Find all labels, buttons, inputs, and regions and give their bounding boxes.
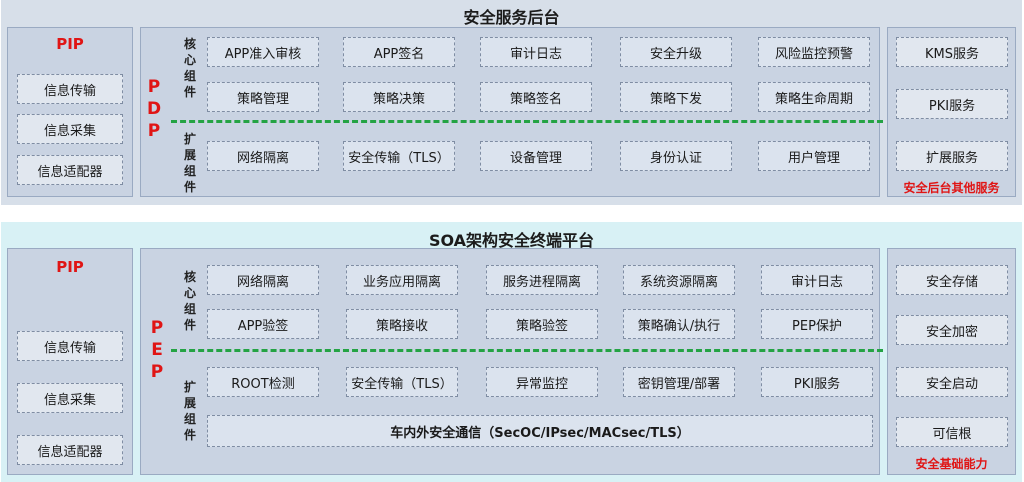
pep-ext-label: 扩 展 组 件 [183, 379, 197, 443]
pep-side-label: P E P [149, 317, 165, 383]
terminal-title: SOA架构安全终端平台 [428, 231, 595, 250]
pep-core-item: 策略接收 [346, 309, 458, 339]
pep-letter: P [150, 362, 164, 382]
backend-pip-label: PIP [56, 35, 84, 53]
pep-core-item: 系统资源隔离 [623, 265, 735, 295]
pdp-core-label: 核 心 组 件 [183, 36, 197, 100]
terminal-pip-panel: PIP 信息传输 信息采集 信息适配器 [7, 248, 133, 475]
core-char: 件 [183, 318, 196, 332]
pdp-core-item: 风险监控预警 [758, 37, 870, 67]
core-char: 心 [183, 53, 196, 67]
pdp-core-item: 策略管理 [207, 82, 319, 112]
other-services-caption: 安全后台其他服务 [903, 181, 1000, 195]
backend-pip-item: 信息适配器 [17, 155, 123, 185]
backend-title: 安全服务后台 [463, 8, 560, 27]
other-service-item: PKI服务 [896, 89, 1008, 119]
core-char: 核 [183, 270, 196, 284]
security-base-caption: 安全基础能力 [915, 457, 988, 471]
pdp-letter: P [147, 77, 161, 97]
in-vehicle-secure-comm-bar: 车内外安全通信（SecOC/IPsec/MACsec/TLS） [207, 415, 873, 447]
backend-pip-item: 信息传输 [17, 74, 123, 104]
pdp-ext-item: 安全传输（TLS） [343, 141, 455, 171]
other-service-item: KMS服务 [896, 37, 1008, 67]
pep-core-item: 审计日志 [761, 265, 873, 295]
pdp-letter: D [146, 99, 162, 119]
terminal-pip-item: 信息采集 [17, 383, 123, 413]
pep-ext-item: PKI服务 [761, 367, 873, 397]
pdp-letter: P [147, 121, 161, 141]
pdp-side-label: P D P [146, 76, 162, 142]
ext-char: 扩 [183, 380, 196, 394]
security-base-item: 安全启动 [896, 367, 1008, 397]
pep-core-item: 策略验签 [486, 309, 598, 339]
terminal-pip-item: 信息传输 [17, 331, 123, 361]
backend-other-services-panel: KMS服务 PKI服务 扩展服务 安全后台其他服务 [887, 27, 1016, 197]
backend-pdp-panel: P D P 核 心 组 件 扩 展 组 件 APP准入审核 APP签名 审计日志… [140, 27, 883, 197]
pep-ext-item: 异常监控 [486, 367, 598, 397]
pdp-ext-item: 设备管理 [480, 141, 592, 171]
pdp-ext-item: 用户管理 [758, 141, 870, 171]
pep-core-item: 服务进程隔离 [486, 265, 598, 295]
security-base-item: 安全存储 [896, 265, 1008, 295]
pdp-ext-label: 扩 展 组 件 [183, 131, 197, 195]
ext-char: 扩 [183, 132, 196, 146]
terminal-pip-label: PIP [56, 258, 84, 276]
security-base-item: 安全加密 [896, 315, 1008, 345]
pdp-core-item: 审计日志 [480, 37, 592, 67]
pdp-core-item: 策略生命周期 [758, 82, 870, 112]
pep-core-item: 网络隔离 [207, 265, 319, 295]
pdp-core-item: 策略决策 [343, 82, 455, 112]
pep-divider [171, 349, 883, 352]
ext-char: 展 [183, 396, 196, 410]
security-service-backend: 安全服务后台 PIP 信息传输 信息采集 信息适配器 P D P 核 心 组 件… [1, 0, 1022, 205]
pep-core-item: 策略确认/执行 [623, 309, 735, 339]
terminal-security-base-panel: 安全存储 安全加密 安全启动 可信根 安全基础能力 [887, 248, 1016, 475]
pdp-divider [171, 120, 883, 123]
soa-security-terminal-platform: SOA架构安全终端平台 PIP 信息传输 信息采集 信息适配器 P E P 核 … [1, 222, 1022, 482]
ext-char: 组 [183, 164, 196, 178]
terminal-pep-panel: P E P 核 心 组 件 扩 展 组 件 网络隔离 业务应用隔离 服务进程隔离… [140, 248, 883, 475]
core-char: 核 [183, 37, 196, 51]
backend-pip-item: 信息采集 [17, 114, 123, 144]
pdp-core-item: 策略下发 [620, 82, 732, 112]
ext-char: 件 [183, 428, 196, 442]
pep-core-label: 核 心 组 件 [183, 269, 197, 333]
pep-ext-item: 密钥管理/部署 [623, 367, 735, 397]
ext-char: 组 [183, 412, 196, 426]
core-char: 件 [183, 85, 196, 99]
pep-letter: P [150, 318, 164, 338]
pep-core-item: APP验签 [207, 309, 319, 339]
backend-pip-panel: PIP 信息传输 信息采集 信息适配器 [7, 27, 133, 197]
pep-core-item: PEP保护 [761, 309, 873, 339]
core-char: 组 [183, 69, 196, 83]
pep-ext-item: 安全传输（TLS） [346, 367, 458, 397]
security-base-item: 可信根 [896, 417, 1008, 447]
pep-ext-item: ROOT检测 [207, 367, 319, 397]
pdp-core-item: 策略签名 [480, 82, 592, 112]
other-service-item: 扩展服务 [896, 141, 1008, 171]
pep-core-item: 业务应用隔离 [346, 265, 458, 295]
pdp-core-item: APP签名 [343, 37, 455, 67]
pdp-core-item: APP准入审核 [207, 37, 319, 67]
terminal-pip-item: 信息适配器 [17, 435, 123, 465]
core-char: 心 [183, 286, 196, 300]
pdp-ext-item: 身份认证 [620, 141, 732, 171]
ext-char: 件 [183, 180, 196, 194]
pdp-core-item: 安全升级 [620, 37, 732, 67]
pep-letter: E [151, 340, 163, 360]
pdp-ext-item: 网络隔离 [207, 141, 319, 171]
core-char: 组 [183, 302, 196, 316]
ext-char: 展 [183, 148, 196, 162]
